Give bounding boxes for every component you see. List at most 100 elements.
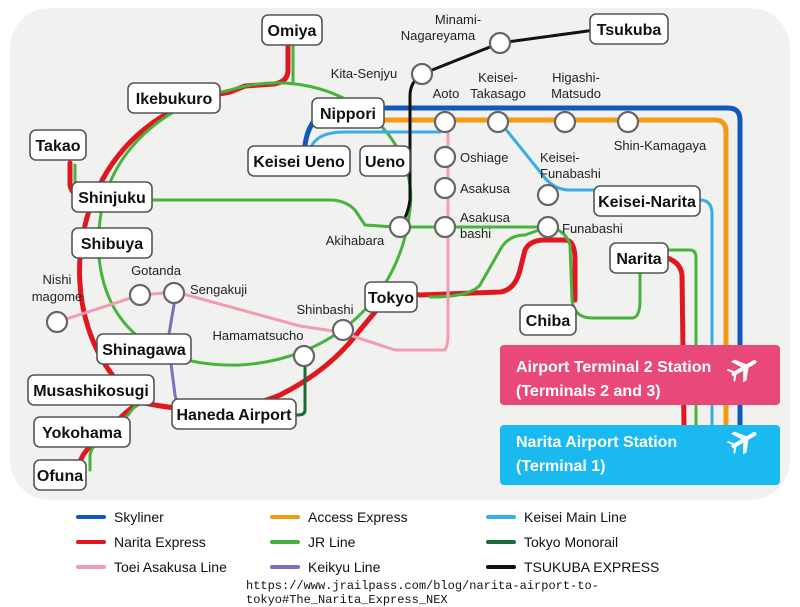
legend-label: Toei Asakusa Line bbox=[114, 559, 227, 575]
station-labels: Omiya Minami- Nagareyama Tsukuba Kita-Se… bbox=[27, 12, 707, 491]
station-box-takao[interactable] bbox=[29, 129, 87, 161]
station-tsukuba: Tsukuba bbox=[597, 22, 662, 39]
station-box-narita[interactable] bbox=[609, 242, 669, 274]
station-gotanda: Gotanda bbox=[131, 263, 182, 278]
legend-label: Keisei Main Line bbox=[524, 509, 627, 525]
station-keisei-funabashi-1: Keisei- bbox=[540, 150, 580, 165]
station-shinjuku: Shinjuku bbox=[78, 190, 146, 207]
source-url[interactable]: https://www.jrailpass.com/blog/narita-ai… bbox=[246, 579, 599, 607]
legend-swatch bbox=[270, 565, 300, 569]
station-marker[interactable] bbox=[433, 215, 457, 239]
access-express-line bbox=[382, 117, 729, 428]
station-box-shinagawa[interactable] bbox=[96, 333, 192, 365]
station-marker[interactable] bbox=[553, 110, 577, 134]
station-nishi-magome-1: Nishi bbox=[43, 272, 72, 287]
station-marker[interactable] bbox=[486, 110, 510, 134]
legend-item-jr-line: JR Line bbox=[270, 531, 355, 553]
station-akihabara: Akihabara bbox=[326, 233, 385, 248]
station-shin-kamagaya: Shin-Kamagaya bbox=[614, 138, 707, 153]
station-shibuya: Shibuya bbox=[81, 236, 143, 253]
airplane-icon bbox=[726, 359, 757, 383]
station-hamamatsucho: Hamamatsucho bbox=[212, 328, 303, 343]
legend-label: JR Line bbox=[308, 534, 356, 550]
terminal-2-title: Airport Terminal 2 Station bbox=[516, 359, 711, 376]
station-haneda-airport: Haneda Airport bbox=[177, 407, 293, 424]
station-box-keisei-ueno[interactable] bbox=[247, 145, 351, 177]
legend-label: TSUKUBA EXPRESS bbox=[524, 559, 660, 575]
station-keisei-takasago-1: Keisei- bbox=[478, 70, 518, 85]
station-marker[interactable] bbox=[616, 110, 640, 134]
station-marker[interactable] bbox=[536, 215, 560, 239]
station-keisei-narita: Keisei-Narita bbox=[598, 194, 696, 211]
legend-swatch bbox=[76, 515, 106, 519]
station-box-ikebukuro[interactable] bbox=[127, 82, 221, 114]
station-narita: Narita bbox=[616, 251, 661, 268]
legend-item-skyliner: Skyliner bbox=[76, 506, 164, 528]
station-aoto: Aoto bbox=[433, 86, 460, 101]
legend-swatch bbox=[270, 540, 300, 544]
legend-swatch bbox=[486, 515, 516, 519]
station-marker[interactable] bbox=[433, 176, 457, 200]
station-marker[interactable] bbox=[162, 281, 186, 305]
legend-swatch bbox=[486, 565, 516, 569]
tokyo-monorail-line bbox=[290, 356, 307, 417]
terminal-1-title: Narita Airport Station bbox=[516, 434, 677, 451]
station-nippori: Nippori bbox=[320, 106, 376, 123]
station-ueno: Ueno bbox=[365, 154, 405, 171]
station-box-chiba[interactable] bbox=[519, 304, 577, 336]
terminal-1-box[interactable]: Narita Airport Station (Terminal 1) bbox=[500, 423, 780, 485]
station-marker[interactable] bbox=[410, 62, 434, 86]
station-marker[interactable] bbox=[292, 344, 316, 368]
station-box-yokohama[interactable] bbox=[33, 416, 131, 448]
station-omiya: Omiya bbox=[268, 23, 317, 40]
legend-swatch bbox=[270, 515, 300, 519]
station-higashi-matsudo-2: Matsudo bbox=[551, 86, 601, 101]
legend-item-tokyo-monorail: Tokyo Monorail bbox=[486, 531, 618, 553]
station-box-ueno[interactable] bbox=[359, 145, 411, 177]
station-asakusabashi-1: Asakusa bbox=[460, 210, 511, 225]
airplane-icon bbox=[726, 431, 757, 455]
station-marker[interactable] bbox=[488, 31, 512, 55]
station-ikebukuro: Ikebukuro bbox=[136, 91, 213, 108]
station-box-keisei-narita[interactable] bbox=[593, 185, 701, 217]
terminal-2-box[interactable]: Airport Terminal 2 Station (Terminals 2 … bbox=[500, 345, 780, 405]
legend-item-tsukuba-express: TSUKUBA EXPRESS bbox=[486, 556, 659, 578]
station-box-haneda-airport[interactable] bbox=[171, 398, 297, 430]
station-box-tokyo[interactable] bbox=[364, 281, 418, 313]
station-chiba: Chiba bbox=[526, 313, 571, 330]
station-marker[interactable] bbox=[433, 110, 457, 134]
station-marker[interactable] bbox=[128, 283, 152, 307]
station-funabashi: Funabashi bbox=[562, 221, 623, 236]
station-box-ofuna[interactable] bbox=[33, 459, 87, 491]
station-sengakuji: Sengakuji bbox=[190, 282, 247, 297]
station-marker[interactable] bbox=[388, 215, 412, 239]
station-box-shibuya[interactable] bbox=[71, 227, 153, 259]
station-box-omiya[interactable] bbox=[261, 14, 323, 46]
station-box-nippori[interactable] bbox=[311, 97, 385, 129]
station-box-musashikosugi[interactable] bbox=[27, 374, 155, 406]
legend-item-narita-express: Narita Express bbox=[76, 531, 206, 553]
terminal-1-subtitle: (Terminal 1) bbox=[516, 458, 606, 475]
skyliner-line bbox=[302, 105, 743, 428]
legend-item-toei-asakusa: Toei Asakusa Line bbox=[76, 556, 227, 578]
station-box-shinjuku[interactable] bbox=[71, 181, 153, 213]
legend-label: Tokyo Monorail bbox=[524, 534, 619, 550]
station-marker[interactable] bbox=[45, 310, 69, 334]
station-marker[interactable] bbox=[433, 145, 457, 169]
station-oshiage: Oshiage bbox=[460, 150, 508, 165]
station-yokohama: Yokohama bbox=[42, 425, 122, 442]
station-markers bbox=[45, 31, 640, 368]
station-marker[interactable] bbox=[331, 318, 355, 342]
station-higashi-matsudo-1: Higashi- bbox=[552, 70, 600, 85]
legend-label: Keikyu Line bbox=[308, 559, 381, 575]
station-marker[interactable] bbox=[536, 183, 560, 207]
map-legend: Skyliner Access Express Keisei Main Line… bbox=[70, 506, 670, 582]
station-shinbashi: Shinbashi bbox=[296, 302, 353, 317]
station-keisei-funabashi-2: Funabashi bbox=[540, 166, 601, 181]
station-box-tsukuba[interactable] bbox=[589, 13, 669, 45]
legend-label: Access Express bbox=[308, 509, 408, 525]
station-tokyo: Tokyo bbox=[368, 290, 414, 307]
station-musashikosugi: Musashikosugi bbox=[33, 383, 149, 400]
station-kita-senjyu: Kita-Senjyu bbox=[331, 66, 397, 81]
